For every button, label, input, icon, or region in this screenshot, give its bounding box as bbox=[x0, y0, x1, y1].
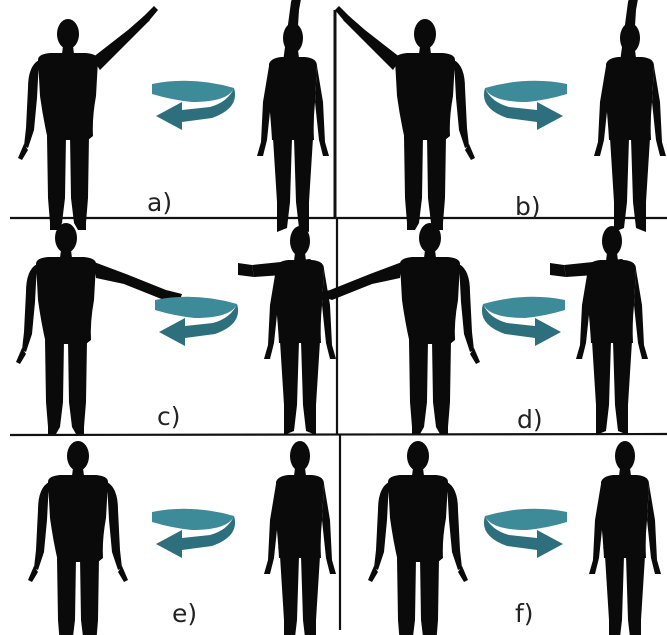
panel-e: e) bbox=[28, 441, 336, 635]
rotation-arrow-counterclockwise-icon bbox=[152, 80, 236, 130]
panel-label-a: a) bbox=[147, 188, 172, 217]
front-figure-arm-raised bbox=[335, 6, 475, 230]
panel-c: c) bbox=[16, 223, 336, 435]
front-figure-arm-down bbox=[368, 441, 468, 635]
panel-f: f) bbox=[368, 441, 661, 635]
rotation-arrow-counterclockwise-icon bbox=[155, 296, 239, 346]
rotation-arrow-clockwise-icon bbox=[483, 508, 567, 558]
side-figure-arm-diagonal bbox=[264, 441, 336, 635]
front-figure-arm-raised bbox=[18, 6, 158, 230]
panel-label-f: f) bbox=[515, 599, 534, 628]
panel-label-c: c) bbox=[157, 402, 181, 431]
panel-d: d) bbox=[314, 223, 648, 435]
side-figure-arm-diagonal bbox=[589, 441, 661, 635]
panel-label-e: e) bbox=[172, 599, 197, 628]
panel-label-d: d) bbox=[517, 405, 543, 434]
rotation-arrow-clockwise-icon bbox=[481, 296, 565, 346]
side-figure-arm-horizontal bbox=[238, 226, 336, 435]
rotation-arrow-clockwise-icon bbox=[483, 80, 567, 130]
panel-b: b) bbox=[335, 0, 666, 232]
front-figure-arm-horizontal bbox=[314, 223, 480, 434]
front-figure-arm-down bbox=[28, 441, 128, 635]
panel-a: a) bbox=[18, 0, 329, 232]
side-figure-arm-raised bbox=[257, 0, 329, 232]
divider-horizontal-2 bbox=[9, 432, 667, 437]
rotation-arrow-counterclockwise-icon bbox=[152, 508, 236, 558]
side-figure-arm-horizontal bbox=[550, 226, 648, 435]
side-figure-arm-raised bbox=[594, 0, 666, 232]
panel-label-b: b) bbox=[515, 192, 541, 221]
